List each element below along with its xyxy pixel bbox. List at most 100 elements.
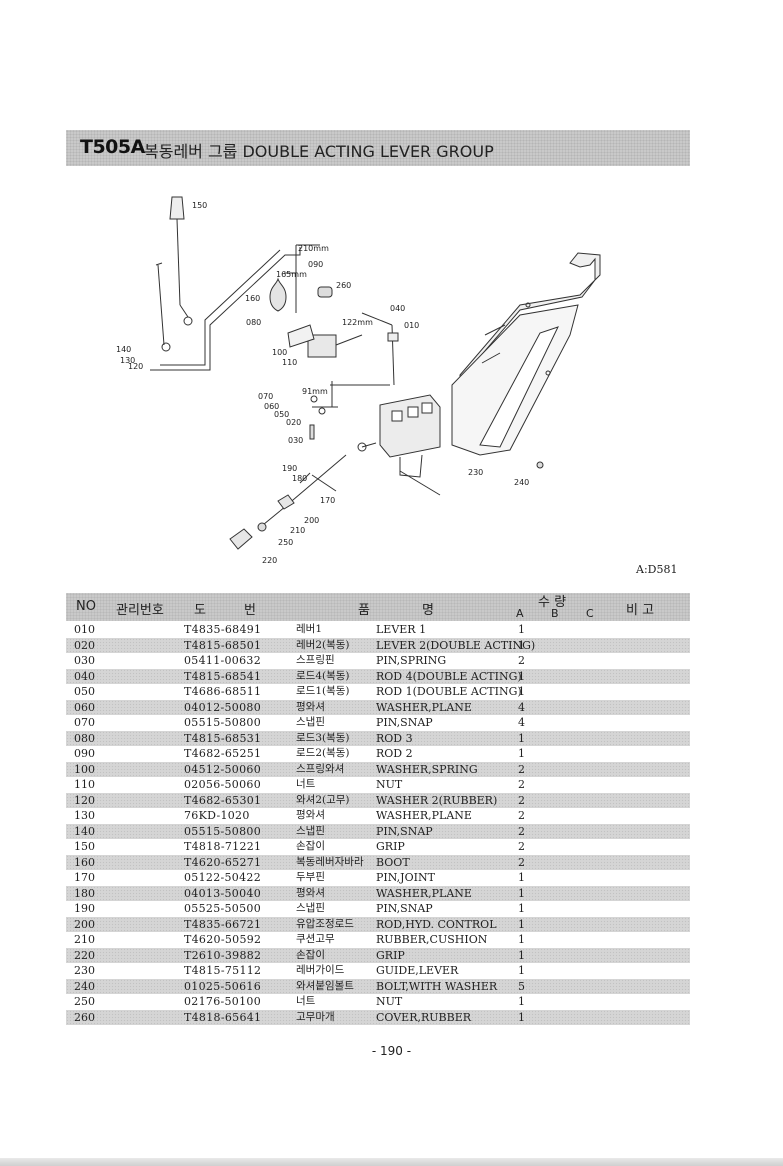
part-name-korean: 스프링와셔 xyxy=(296,762,345,775)
row-number: 200 xyxy=(74,917,95,931)
part-name-english: PIN,SNAP xyxy=(376,716,433,729)
callout-010: 010 xyxy=(404,321,419,330)
part-name-english: COVER,RUBBER xyxy=(376,1010,472,1024)
part-number: 04013-50040 xyxy=(184,886,262,900)
part-name-english: ROD 4(DOUBLE ACTING) xyxy=(376,669,522,683)
part-name-english: GRIP xyxy=(376,948,405,962)
part-name-korean: 레버가이드 xyxy=(296,964,345,976)
callout-170: 170 xyxy=(320,496,335,505)
row-number: 140 xyxy=(74,824,95,838)
part-name-korean: 로드4(복동) xyxy=(296,669,350,682)
part-name-korean: 레버2(복동) xyxy=(296,638,350,651)
part-name-english: WASHER 2(RUBBER) xyxy=(376,793,498,807)
part-number: T2610-39882 xyxy=(184,948,262,962)
row-number: 010 xyxy=(74,623,95,636)
part-number: T4682-65251 xyxy=(184,747,262,760)
part-number: T4818-71221 xyxy=(184,840,262,853)
part-name-english: RUBBER,CUSHION xyxy=(376,933,488,946)
quantity-a: 2 xyxy=(518,654,525,667)
part-name-korean: 로드1(복동) xyxy=(296,685,350,697)
callout-050: 050 xyxy=(274,410,289,419)
part-name-korean: 너트 xyxy=(296,995,316,1007)
part-name-english: ROD 2 xyxy=(376,747,413,760)
part-name-english: WASHER,PLANE xyxy=(376,700,472,714)
quantity-a: 1 xyxy=(518,747,525,760)
header-drawing-2: 번 xyxy=(244,603,256,618)
row-number: 160 xyxy=(74,855,95,869)
row-number: 180 xyxy=(74,886,95,900)
callout-130: 130 xyxy=(120,356,135,365)
callout-165mm: 165mm xyxy=(276,270,307,279)
quantity-a: 2 xyxy=(518,840,525,853)
row-number: 260 xyxy=(74,1010,95,1024)
header-qty-a: A xyxy=(516,607,524,620)
quantity-a: 2 xyxy=(518,824,525,838)
table-row: 090 T4682-65251 로드2(복동) ROD 2 1 xyxy=(66,746,690,762)
part-name-korean: 로드2(복동) xyxy=(296,747,350,759)
part-name-english: LEVER 1 xyxy=(376,623,427,636)
callout-070: 070 xyxy=(258,392,273,401)
part-number: T4835-66721 xyxy=(184,917,262,931)
part-number: 04512-50060 xyxy=(184,762,262,776)
quantity-a: 1 xyxy=(518,902,525,915)
part-name-english: NUT xyxy=(376,995,403,1008)
part-name-korean: 스프링핀 xyxy=(296,654,335,666)
part-name-korean: 로드3(복동) xyxy=(296,731,350,744)
row-number: 090 xyxy=(74,747,95,760)
row-number: 220 xyxy=(74,948,95,962)
row-number: 120 xyxy=(74,793,95,807)
callout-122mm: 122mm xyxy=(342,318,373,327)
diagram-drawing: 150 210mm 090 165mm 260 040 010 160 080 … xyxy=(116,196,601,565)
part-name-english: PIN,JOINT xyxy=(376,871,435,884)
part-number: T4620-65271 xyxy=(184,855,262,869)
callout-040: 040 xyxy=(390,304,405,313)
part-name-korean: 고무마개 xyxy=(296,1010,335,1023)
quantity-a: 1 xyxy=(518,731,525,745)
header-name-1: 품 xyxy=(358,603,370,618)
part-name-english: GRIP xyxy=(376,840,405,853)
part-name-english: BOLT,WITH WASHER xyxy=(376,979,498,993)
part-number: T4620-50592 xyxy=(184,933,262,946)
part-number: T4818-65641 xyxy=(184,1010,262,1024)
part-number: 02056-50060 xyxy=(184,778,262,791)
quantity-a: 1 xyxy=(518,948,525,962)
part-name-english: ROD 1(DOUBLE ACTING) xyxy=(376,685,522,698)
part-name-english: WASHER,SPRING xyxy=(376,762,478,776)
part-number: 05525-50500 xyxy=(184,902,262,915)
callout-140: 140 xyxy=(116,345,131,354)
callout-200: 200 xyxy=(304,516,319,525)
quantity-a: 2 xyxy=(518,809,525,822)
header-qty-c: C xyxy=(586,607,594,620)
table-row: 220 T2610-39882 손잡이 GRIP 1 xyxy=(66,947,690,963)
header-no: NO xyxy=(76,599,96,614)
part-name-korean: 평와셔 xyxy=(296,809,325,821)
part-name-english: GUIDE,LEVER xyxy=(376,964,459,977)
row-number: 130 xyxy=(74,809,95,822)
quantity-a: 1 xyxy=(518,886,525,900)
part-number: 05411-00632 xyxy=(184,654,262,667)
callout-260: 260 xyxy=(336,281,351,290)
row-number: 020 xyxy=(74,638,95,652)
section-code: T505A xyxy=(80,136,145,158)
quantity-a: 4 xyxy=(518,700,525,714)
part-name-english: ROD 3 xyxy=(376,731,413,745)
quantity-a: 1 xyxy=(518,685,525,698)
part-name-korean: 손잡이 xyxy=(296,948,325,961)
row-number: 040 xyxy=(74,669,95,683)
header-quantity: 수 량 xyxy=(538,595,567,610)
quantity-a: 5 xyxy=(518,979,525,993)
row-number: 060 xyxy=(74,700,95,714)
